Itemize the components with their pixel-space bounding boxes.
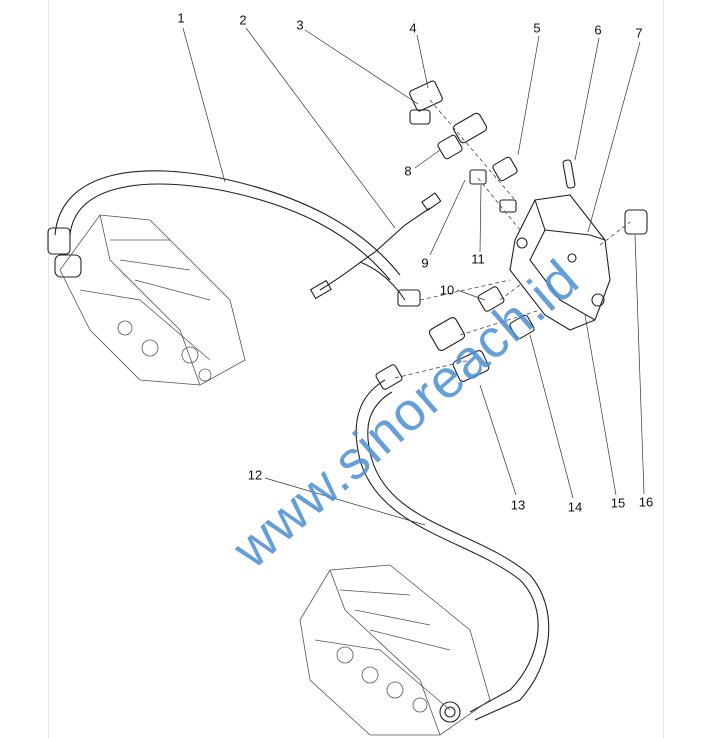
hose-2 bbox=[309, 192, 442, 307]
valve-bank-lower bbox=[299, 564, 491, 736]
callout-11: 11 bbox=[471, 251, 485, 267]
valve-bank-upper bbox=[59, 214, 246, 386]
assembly-lines bbox=[394, 99, 631, 379]
callout-7: 7 bbox=[635, 25, 643, 41]
callout-3: 3 bbox=[296, 17, 304, 33]
callout-13: 13 bbox=[510, 497, 526, 513]
callout-12: 12 bbox=[247, 467, 263, 483]
leader-lines bbox=[182, 27, 645, 526]
callout-9: 9 bbox=[421, 255, 429, 271]
valve-block bbox=[509, 194, 611, 331]
callout-4: 4 bbox=[409, 20, 417, 36]
callout-5: 5 bbox=[533, 20, 541, 36]
callout-1: 1 bbox=[177, 10, 185, 26]
callout-14: 14 bbox=[567, 499, 583, 515]
hose-1 bbox=[47, 170, 401, 281]
callout-16: 16 bbox=[638, 494, 654, 510]
fittings bbox=[409, 80, 648, 382]
callout-15: 15 bbox=[610, 495, 626, 511]
callout-8: 8 bbox=[404, 163, 412, 179]
hose-12 bbox=[355, 364, 550, 723]
callout-10: 10 bbox=[439, 282, 455, 298]
callout-6: 6 bbox=[594, 22, 602, 38]
callout-2: 2 bbox=[239, 12, 247, 28]
